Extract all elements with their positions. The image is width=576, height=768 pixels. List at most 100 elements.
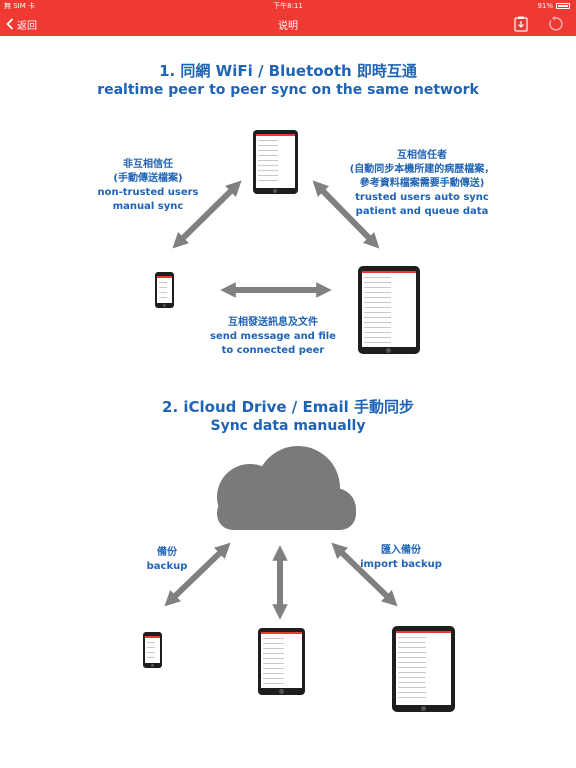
screen-row-line (159, 282, 167, 283)
screen-row-line (263, 638, 284, 639)
tablet-device-bottom (258, 628, 305, 695)
screen-row-line (147, 657, 155, 658)
screen-row-line (398, 657, 426, 658)
screen-row-line (364, 307, 391, 308)
import-backup-caption: 匯入備份 import backup (360, 544, 442, 572)
screen-row-line (147, 652, 155, 653)
screen-row-line (398, 687, 426, 688)
caption-line: 非互相信任 (123, 159, 173, 170)
screen-row-line (398, 677, 426, 678)
screen-row-line (364, 287, 391, 288)
caption-line: (手動傳送檔案) (113, 173, 183, 184)
arrow-cloud-ipad (331, 542, 398, 607)
status-bar: 無 SIM 卡 下午8:11 91% (0, 0, 576, 12)
screen-row-line (159, 287, 167, 288)
page-title: 说明 (278, 21, 298, 32)
non-trusted-caption: 非互相信任 (手動傳送檔案) non-trusted users manual … (88, 158, 208, 214)
ipad-device-import (392, 626, 455, 712)
caption-line: to connected peer (221, 345, 325, 356)
section1-title-en: realtime peer to peer sync on the same n… (97, 82, 479, 98)
screen-row-line (263, 648, 284, 649)
section1-title-zh: 1. 同網 WiFi / Bluetooth 即時互通 (159, 62, 417, 80)
cloud-icon (217, 446, 356, 530)
screen-row-line (258, 155, 278, 156)
screen-row-line (364, 322, 391, 323)
screen-row-line (159, 292, 167, 293)
screen-row-line (147, 647, 155, 648)
chevron-left-icon (6, 18, 14, 30)
screen-row-line (398, 637, 426, 638)
caption-line: 互相發送訊息及文件 (228, 317, 318, 328)
screen-row-line (263, 683, 284, 684)
screen-row-line (364, 312, 391, 313)
battery-percent: 91% (537, 2, 553, 10)
screen-row-line (398, 647, 426, 648)
screen-row-line (258, 150, 278, 151)
section2-title-en: Sync data manually (210, 418, 366, 434)
screen-row-line (398, 692, 426, 693)
screen-row-line (398, 652, 426, 653)
screen-row-line (258, 175, 278, 176)
screen-row-line (364, 302, 391, 303)
screen-row-line (364, 297, 391, 298)
screen-row-line (258, 140, 278, 141)
screen-row-line (398, 642, 426, 643)
screen-row-line (263, 663, 284, 664)
screen-row-line (364, 282, 391, 283)
screen-row-line (263, 668, 284, 669)
screen-row-line (398, 662, 426, 663)
screen-row-line (398, 682, 426, 683)
arrow-cloud-phone (164, 542, 231, 607)
screen-row-line (398, 672, 426, 673)
refresh-icon (549, 16, 563, 31)
ipad-device-right (358, 266, 420, 354)
screen-row-line (364, 277, 391, 278)
carrier-label: 無 SIM 卡 (4, 2, 35, 10)
arrow-phone-tablet (172, 180, 242, 249)
battery-status: 91% (537, 0, 570, 12)
section2-title-zh: 2. iCloud Drive / Email 手動同步 (162, 398, 414, 416)
trusted-caption: 互相信任者 (自動同步本機所建的病歷檔案， 參考資料檔案需要手動傳送) trus… (332, 149, 512, 219)
battery-icon (556, 3, 570, 9)
back-label: 返回 (17, 20, 37, 32)
caption-line: send message and file (210, 331, 336, 342)
caption-line: (自動同步本機所建的病歷檔案， (349, 164, 495, 175)
screen-row-line (258, 165, 278, 166)
caption-line: non-trusted users (97, 187, 199, 198)
screen-row-line (398, 697, 426, 698)
screen-row-line (364, 327, 391, 328)
screen-row-line (364, 337, 391, 338)
navigation-bar: 返回 说明 (0, 12, 576, 36)
status-time: 下午8:11 (273, 2, 303, 10)
screen-row-line (263, 673, 284, 674)
phone-device-left (155, 272, 174, 308)
screen-row-line (258, 145, 278, 146)
screen-row-line (263, 643, 284, 644)
screen-row-line (364, 332, 391, 333)
phone-device-backup (143, 632, 162, 668)
caption-line: 互相信任者 (397, 150, 447, 161)
caption-line: 匯入備份 (381, 545, 421, 556)
pdf-export-button[interactable] (514, 16, 528, 32)
back-button[interactable]: 返回 (6, 16, 37, 32)
screen-row-line (147, 642, 155, 643)
screen-row-line (263, 658, 284, 659)
screen-row-line (364, 317, 391, 318)
refresh-button[interactable] (547, 16, 563, 32)
caption-line: patient and queue data (355, 206, 489, 217)
caption-line: 參考資料檔案需要手動傳送) (359, 178, 485, 189)
screen-row-line (364, 342, 391, 343)
screen-row-line (258, 180, 278, 181)
screen-row-line (159, 297, 167, 298)
arrow-tablet-ipad (312, 180, 380, 249)
caption-line: import backup (360, 559, 442, 570)
screen-row-line (258, 170, 278, 171)
pdf-export-icon (514, 16, 528, 32)
tablet-device-top (253, 130, 298, 194)
message-caption: 互相發送訊息及文件 send message and file to conne… (198, 316, 348, 358)
caption-line: manual sync (112, 201, 184, 212)
screen-row-line (364, 292, 391, 293)
screen-row-line (398, 667, 426, 668)
screen-row-line (263, 653, 284, 654)
